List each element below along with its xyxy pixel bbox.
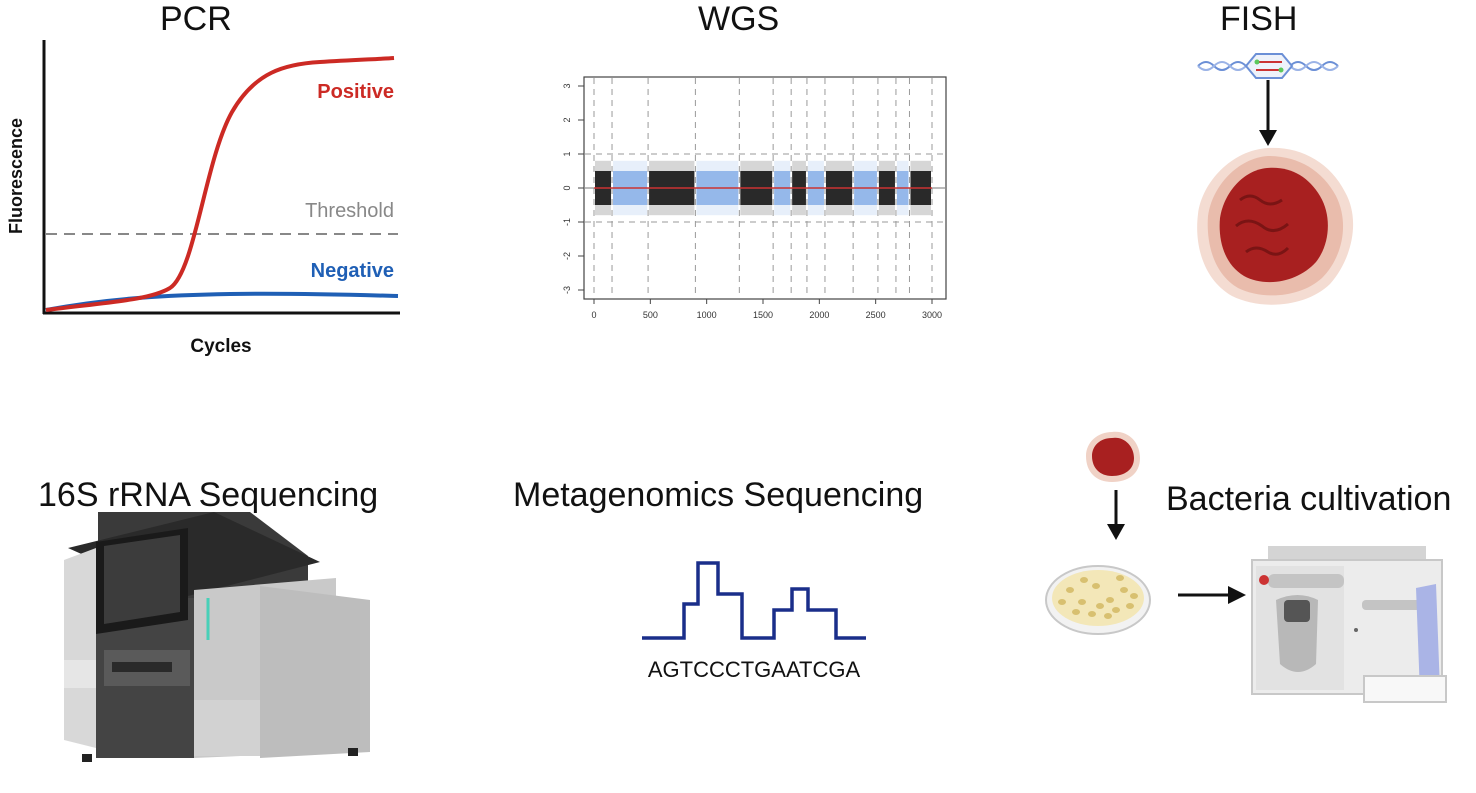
colony-7 [1088, 611, 1096, 617]
down-arrow-icon [1259, 80, 1277, 146]
metagenomics-title: Metagenomics Sequencing [513, 476, 924, 514]
negative-label: Negative [311, 260, 394, 282]
dna-probe-icon [1197, 53, 1339, 79]
colony-9 [1116, 575, 1124, 581]
positive-label: Positive [317, 81, 394, 103]
y-tick-label-6: -3 [562, 286, 572, 294]
y-tick-label-5: -2 [562, 252, 572, 260]
wgs-points [594, 160, 932, 216]
pcr-y-label: Fluorescence [6, 118, 26, 234]
colony-10 [1080, 577, 1088, 583]
wgs-ticks: 0 500 1000 1500 2000 2500 3000 3 2 1 0 -1 -2 -3 [562, 83, 942, 320]
colony-4 [1120, 587, 1128, 593]
x-tick-label-2: 1000 [697, 310, 717, 320]
colony-12 [1058, 599, 1066, 605]
y-tick-label-0: 3 [562, 83, 572, 88]
pcr-x-label: Cycles [190, 336, 251, 357]
wgs-chart: 0 500 1000 1500 2000 2500 3000 3 2 1 0 -1 -2 -3 [562, 76, 947, 320]
colony-11 [1096, 603, 1104, 609]
y-tick-label-2: 1 [562, 151, 572, 156]
incubator-machine-icon [1251, 546, 1447, 703]
threshold-label: Threshold [305, 200, 394, 222]
bacteria-title: Bacteria cultivation [1166, 480, 1452, 518]
petri-dish-icon [1045, 565, 1151, 635]
tissue-sample-icon [1197, 147, 1354, 305]
y-tick-label-1: 2 [562, 117, 572, 122]
x-tick-label-1: 500 [643, 310, 658, 320]
x-tick-label-6: 3000 [922, 310, 942, 320]
bacteria-colonies [1058, 575, 1138, 619]
colony-8 [1104, 613, 1112, 619]
fish-title: FISH [1220, 0, 1298, 38]
colony-5 [1126, 603, 1134, 609]
colony-3 [1106, 597, 1114, 603]
x-tick-label-0: 0 [591, 310, 596, 320]
pcr-title: PCR [160, 0, 232, 38]
colony-14 [1112, 607, 1120, 613]
colony-13 [1130, 593, 1138, 599]
x-tick-label-5: 2500 [866, 310, 886, 320]
sequence-trace: AGTCCCTGAATCGA [642, 561, 866, 682]
sequence-trace-line [642, 561, 866, 640]
fish-illustration [1197, 53, 1354, 305]
pcr-chart: Positive Threshold Negative Fluorescence… [6, 40, 400, 357]
positive-curve [45, 56, 395, 312]
sequencer-machine-icon [64, 512, 370, 762]
colony-6 [1072, 609, 1080, 615]
y-tick-label-4: -1 [562, 218, 572, 226]
wgs-title: WGS [698, 0, 780, 38]
right-arrow-icon [1178, 586, 1246, 604]
x-tick-label-3: 1500 [753, 310, 773, 320]
rrna-title: 16S rRNA Sequencing [38, 476, 379, 514]
small-tissue-sample-icon [1086, 431, 1140, 482]
sequence-text: AGTCCCTGAATCGA [648, 657, 861, 682]
down-arrow-icon-2 [1107, 490, 1125, 540]
x-tick-label-4: 2000 [809, 310, 829, 320]
bacteria-cultivation-illustration [1045, 431, 1447, 703]
colony-0 [1066, 587, 1074, 593]
colony-2 [1092, 583, 1100, 589]
y-tick-label-3: 0 [562, 185, 572, 190]
colony-1 [1078, 599, 1086, 605]
